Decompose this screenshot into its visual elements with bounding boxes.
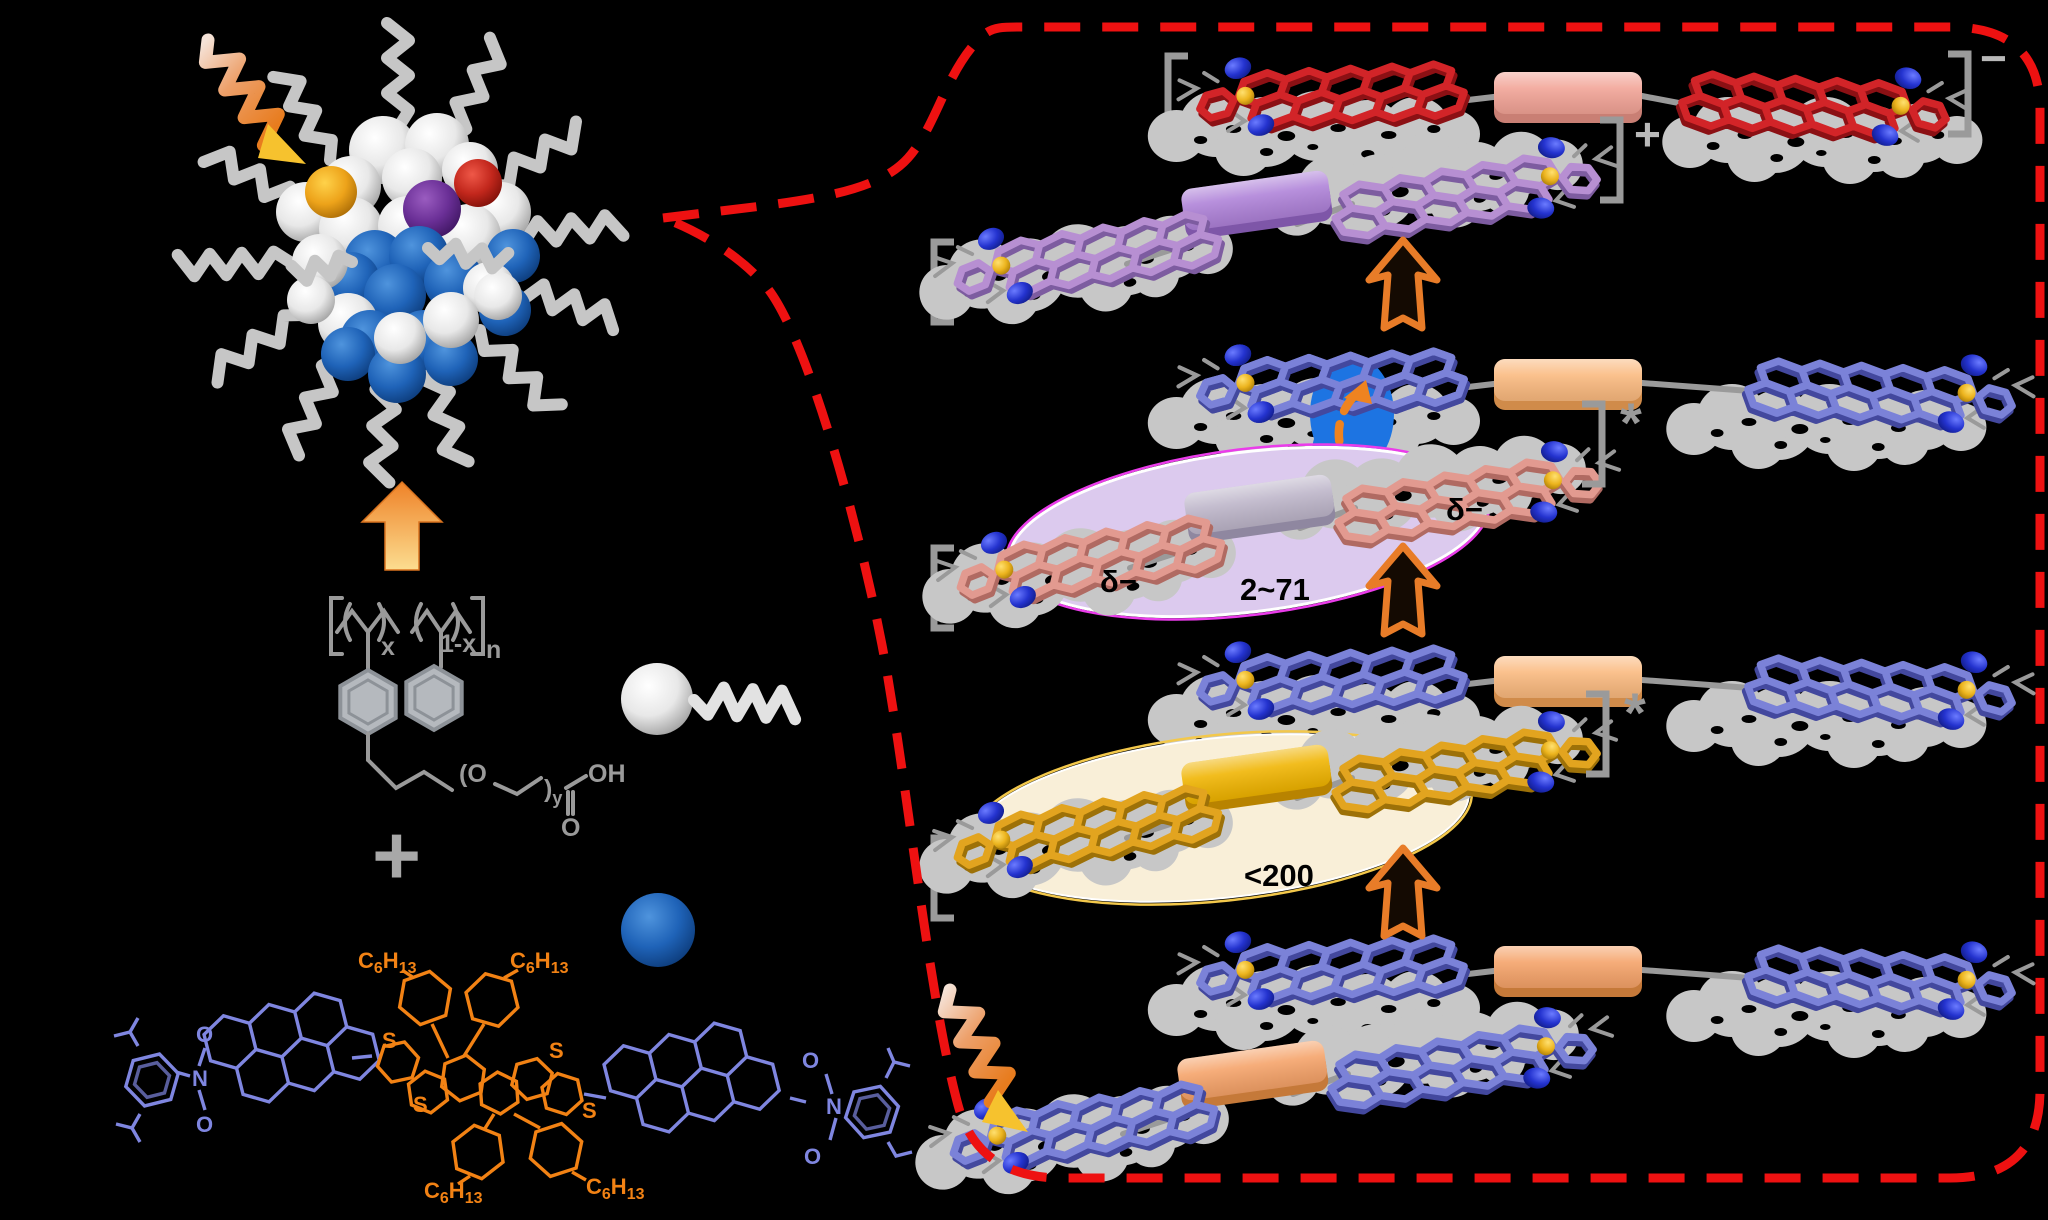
plus-sign: +	[372, 808, 421, 902]
hexyl-h: H	[383, 948, 399, 973]
excimer-molecule	[912, 690, 1623, 915]
cs-cation-molecule	[912, 116, 1623, 341]
core-box	[1494, 946, 1642, 997]
polymer-label-yparen: )y	[544, 775, 562, 808]
callout-border	[658, 22, 2045, 1183]
callout-panel: * <200 * δ− δ− 2~71 − +	[658, 22, 2045, 1211]
polymer-label-n: n	[486, 636, 501, 664]
transition-arrow	[1369, 240, 1437, 328]
photon-arrow-left	[198, 33, 306, 164]
dye-c6h13-bl: C6H13	[424, 1178, 483, 1207]
hexyl-c: C	[424, 1178, 440, 1203]
ct-time-label: 2~71	[1240, 572, 1310, 607]
photon-arrow-right	[937, 983, 1028, 1132]
assembly-arrow	[360, 480, 444, 571]
hexyl-c: C	[510, 948, 526, 973]
excimer-top-molecule	[1147, 627, 2036, 768]
hexyl-13: 13	[627, 1186, 645, 1203]
hexyl-13: 13	[551, 960, 569, 977]
charge-transfer-arrowhead	[1344, 380, 1372, 404]
hexyl-6: 6	[374, 960, 383, 977]
dye-s2: S	[413, 1092, 428, 1117]
state-excimer: * <200	[912, 627, 2035, 927]
core-box	[1494, 656, 1642, 707]
polymer-structure: x 1-x n (O )y OH O	[329, 596, 626, 842]
cs-anion-molecule	[1147, 43, 1983, 184]
nanoparticle	[171, 17, 630, 489]
core-box	[1494, 72, 1642, 123]
dye-c6h13-tr: C6H13	[510, 948, 569, 977]
dye-n-left: N	[192, 1066, 208, 1091]
ground-tilted-molecule	[908, 986, 1619, 1211]
dye-o-right-top: O	[802, 1048, 819, 1073]
ct-excited-mark: *	[1620, 391, 1642, 454]
hexyl-13: 13	[465, 1190, 483, 1207]
polymer-label-carbonylO: O	[561, 814, 580, 842]
hexyl-6: 6	[602, 1186, 611, 1203]
hexyl-13: 13	[399, 960, 417, 977]
close-paren: )	[544, 775, 552, 803]
hexyl-h: H	[611, 1174, 627, 1199]
dye-o-right-bot: O	[804, 1144, 821, 1169]
state-charge-transfer: * δ− δ− 2~71	[915, 330, 2036, 645]
dye-c6h13-tl: C6H13	[358, 948, 417, 977]
cation-charge: +	[1634, 108, 1661, 160]
ground-top-molecule	[1147, 917, 2036, 1058]
state-charge-separated: − +	[912, 32, 2007, 341]
dye-o-left-bot: O	[196, 1112, 213, 1137]
ct-top-molecule	[1147, 330, 2036, 471]
dye-molecule: N O O S S S S C6H13 C6H13 C6H13 C6H13 N …	[113, 948, 913, 1207]
dye-c6h13-br: C6H13	[586, 1174, 645, 1203]
dye-n-right: N	[826, 1094, 842, 1119]
left-panel: x 1-x n (O )y OH O + N O O S S S S C6H13…	[113, 17, 913, 1207]
polymer-label-oh: OH	[588, 760, 626, 788]
legend-polymer-bead	[621, 663, 802, 735]
hexyl-6: 6	[440, 1190, 449, 1207]
polymer-label-x: x	[381, 633, 395, 661]
ct-excimer-molecule	[915, 420, 1626, 645]
delta-minus-upper: δ−	[1446, 492, 1483, 527]
dye-s4: S	[582, 1098, 597, 1123]
excimer-time-label: <200	[1244, 858, 1314, 893]
hexyl-c: C	[586, 1174, 602, 1199]
dye-s1: S	[382, 1028, 397, 1053]
hexyl-h: H	[449, 1178, 465, 1203]
state-ground	[908, 917, 2036, 1211]
hexyl-h: H	[535, 948, 551, 973]
excimer-excited-mark: *	[1624, 681, 1646, 744]
y-subscript: y	[552, 788, 562, 808]
delta-minus-lower: δ−	[1100, 564, 1137, 599]
hexyl-6: 6	[526, 960, 535, 977]
polymer-label-1mx: 1-x	[440, 630, 476, 658]
dye-s3: S	[549, 1038, 564, 1063]
legend-dye-bead	[621, 893, 695, 967]
polymer-label-etherO: (O	[459, 760, 487, 788]
hexyl-c: C	[358, 948, 374, 973]
